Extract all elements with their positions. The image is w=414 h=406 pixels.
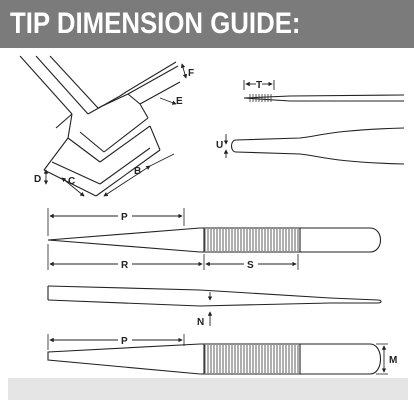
label-r: R xyxy=(121,260,129,271)
label-d: D xyxy=(34,174,41,185)
label-e: E xyxy=(176,96,183,107)
label-n: N xyxy=(197,317,204,328)
header-bar: TIP DIMENSION GUIDE: xyxy=(0,0,414,48)
label-f: F xyxy=(188,68,194,79)
label-t: T xyxy=(256,80,262,91)
tweezer-two xyxy=(47,334,388,375)
tweezer-side-view xyxy=(47,285,382,326)
blunt-tip-detail xyxy=(223,127,405,165)
label-c: C xyxy=(68,176,75,187)
label-p-bottom: P xyxy=(121,336,128,347)
pointed-tip-detail xyxy=(243,80,405,102)
label-s: S xyxy=(247,260,254,271)
label-u: U xyxy=(216,140,223,151)
label-p-top: P xyxy=(121,212,128,223)
label-m: M xyxy=(389,355,397,366)
oblique-tip-detail xyxy=(19,55,188,197)
footer-bar xyxy=(8,378,408,400)
label-b: B xyxy=(134,166,141,177)
tip-dimension-diagram: B C D E F T U xyxy=(19,55,405,375)
page-title: TIP DIMENSION GUIDE: xyxy=(10,7,301,40)
tweezer-one xyxy=(47,208,382,270)
